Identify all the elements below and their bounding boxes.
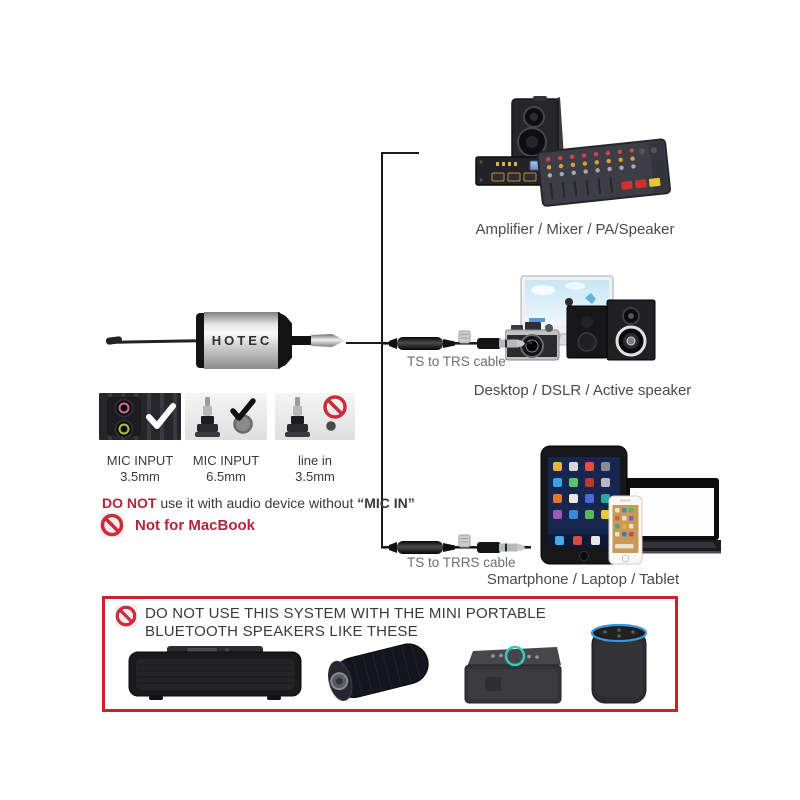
not-for-macbook-text: Not for MacBook: [135, 517, 255, 534]
do-not-warning-text: DO NOT use it with audio device without …: [102, 495, 415, 511]
mic-input-6-5mm-thumbnail: [185, 393, 267, 440]
do-not-prefix: DO NOT: [102, 495, 157, 511]
plug-and-linein-icon: [285, 395, 347, 437]
pa-speaker-icon: [511, 96, 564, 162]
dslr-camera-icon: [505, 322, 560, 361]
receiver-device: HOTEC: [104, 308, 354, 370]
amplifier-mixer-speaker-image: [475, 96, 672, 207]
plug-and-jack-icon: [195, 397, 256, 437]
smartphone-icon: [608, 495, 643, 565]
bluetooth-warning-box: DO NOT USE THIS SYSTEM WITH THE MINI POR…: [102, 596, 678, 712]
smartphone-laptop-tablet-image: [540, 445, 721, 565]
receiver-right-cap: [278, 312, 292, 369]
plug-shaft: [290, 336, 312, 345]
mixer-icon: [536, 138, 672, 207]
not-for-macbook-prohibition-icon: [100, 513, 124, 537]
soundbar-speaker-icon: [128, 646, 302, 700]
bottom-group-caption: Smartphone / Laptop / Tablet: [486, 571, 680, 588]
receiver-left-cap: [196, 313, 206, 368]
bluetooth-warning-text: DO NOT USE THIS SYSTEM WITH THE MINI POR…: [145, 605, 546, 640]
top-group-caption: Amplifier / Mixer / PA/Speaker: [475, 221, 675, 238]
cylinder-bluetooth-speaker-icon: [327, 643, 429, 702]
mic-input-3-5mm-label: MIC INPUT 3.5mm: [106, 453, 174, 484]
check-icon: [230, 398, 256, 421]
prohibition-icon: [323, 395, 347, 419]
quarter-inch-plug: [311, 334, 345, 347]
desktop-dslr-speaker-image: [505, 275, 656, 361]
soundcard-jacks-icon: [107, 397, 176, 439]
brand-label: HOTEC: [211, 333, 273, 348]
trs-cable-label: TS to TRS cable: [407, 354, 506, 369]
connector-mid-branch-line: [346, 342, 383, 344]
ts-to-trs-cable-image: [381, 330, 531, 350]
trrs-cable-label: TS to TRRS cable: [407, 555, 516, 570]
connector-top-branch-line: [383, 152, 419, 154]
ts-to-trrs-cable-image: [381, 534, 531, 554]
mic-in-quote: “MIC IN”: [357, 495, 415, 511]
square-bluetooth-speaker-icon: [464, 645, 562, 704]
check-icon: [146, 403, 176, 429]
mic-input-6-5mm-label: MIC INPUT 6.5mm: [192, 453, 260, 484]
active-speakers-icon: [566, 299, 656, 361]
mic-input-3-5mm-thumbnail: [99, 393, 181, 440]
receiver-body: HOTEC: [204, 312, 280, 369]
tablet-icon: [540, 445, 628, 565]
mid-group-caption: Desktop / DSLR / Active speaker: [473, 382, 692, 399]
box-prohibition-icon: [115, 605, 137, 627]
line-in-label: line in 3.5mm: [295, 453, 335, 484]
line-in-3-5mm-thumbnail: [275, 393, 355, 440]
connector-vertical-line: [381, 152, 383, 548]
antenna-wire: [117, 338, 199, 343]
smart-speaker-icon: [590, 623, 648, 704]
